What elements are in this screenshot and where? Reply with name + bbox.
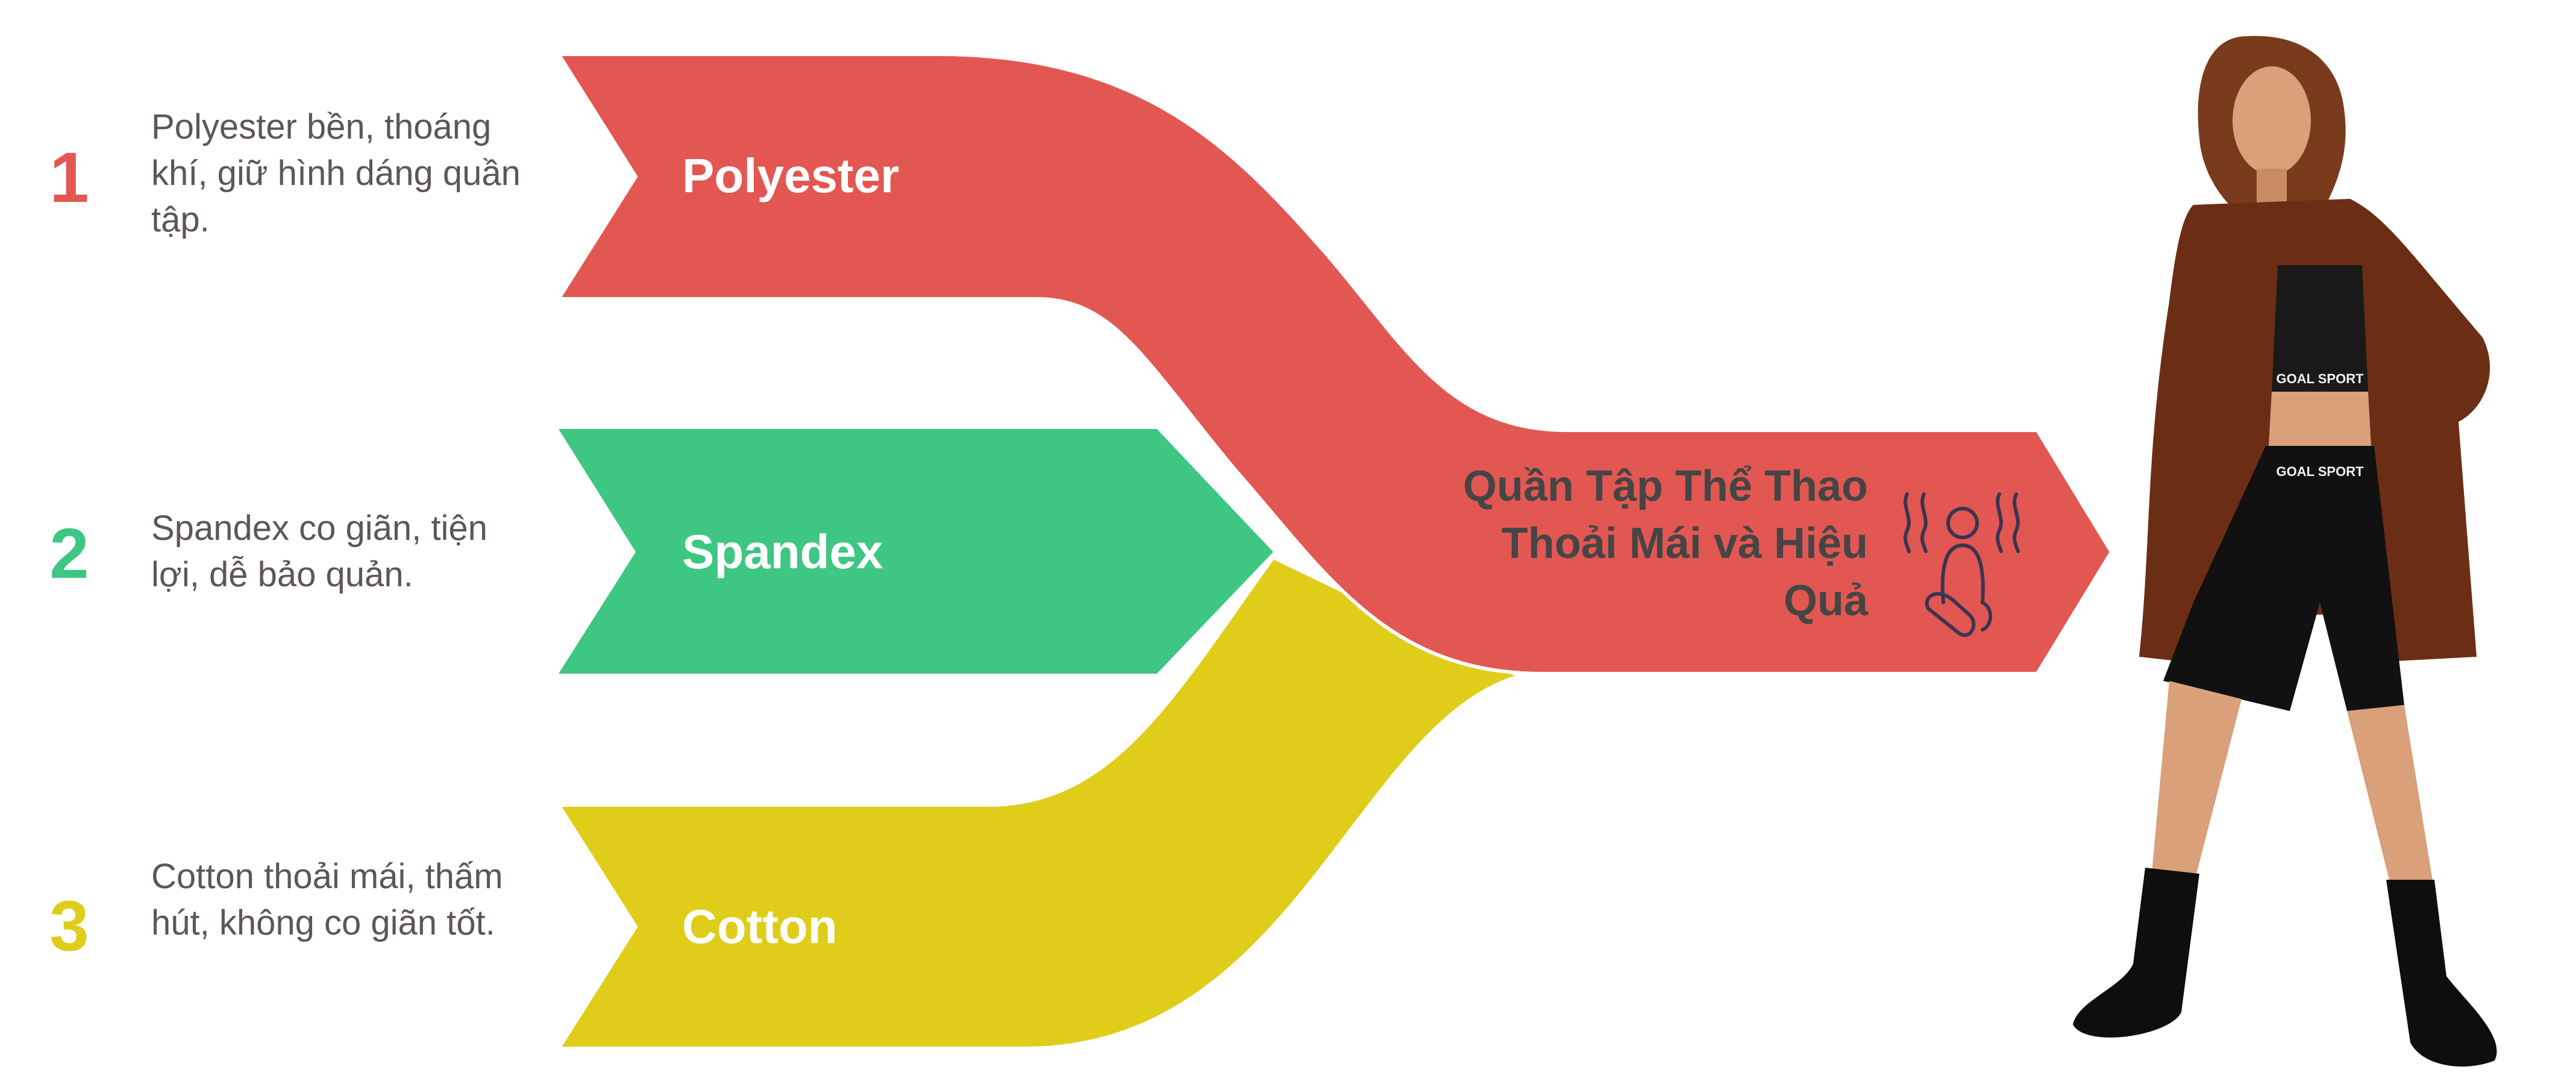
top-brand-text: GOAL SPORT — [2276, 371, 2364, 386]
step-number-2: 2 — [49, 514, 89, 594]
polyester-arrow — [555, 52, 2114, 675]
sauna-person-icon — [1904, 492, 2020, 638]
step-number-3: 3 — [49, 886, 89, 966]
outcome-title: Quần Tập Thể Thao Thoải Mái và Hiệu Quả — [1462, 462, 1868, 625]
polyester-description: Polyester bền, thoáng khí, giữ hình dáng… — [151, 107, 521, 239]
spandex-arrow — [559, 429, 1273, 674]
cotton-arrow — [555, 555, 1525, 1050]
model-photo: GOAL SPORT GOAL SPORT — [2073, 36, 2497, 1067]
step-number-1: 1 — [49, 138, 89, 218]
spandex-description: Spandex co giãn, tiện lợi, dễ bảo quản. — [151, 509, 487, 594]
spandex-label: Spandex — [682, 525, 883, 578]
polyester-label: Polyester — [682, 149, 900, 202]
waistband-brand-text: GOAL SPORT — [2276, 464, 2364, 479]
cotton-label: Cotton — [682, 900, 838, 953]
cotton-description: Cotton thoải mái, thấm hút, không co giã… — [151, 857, 503, 942]
